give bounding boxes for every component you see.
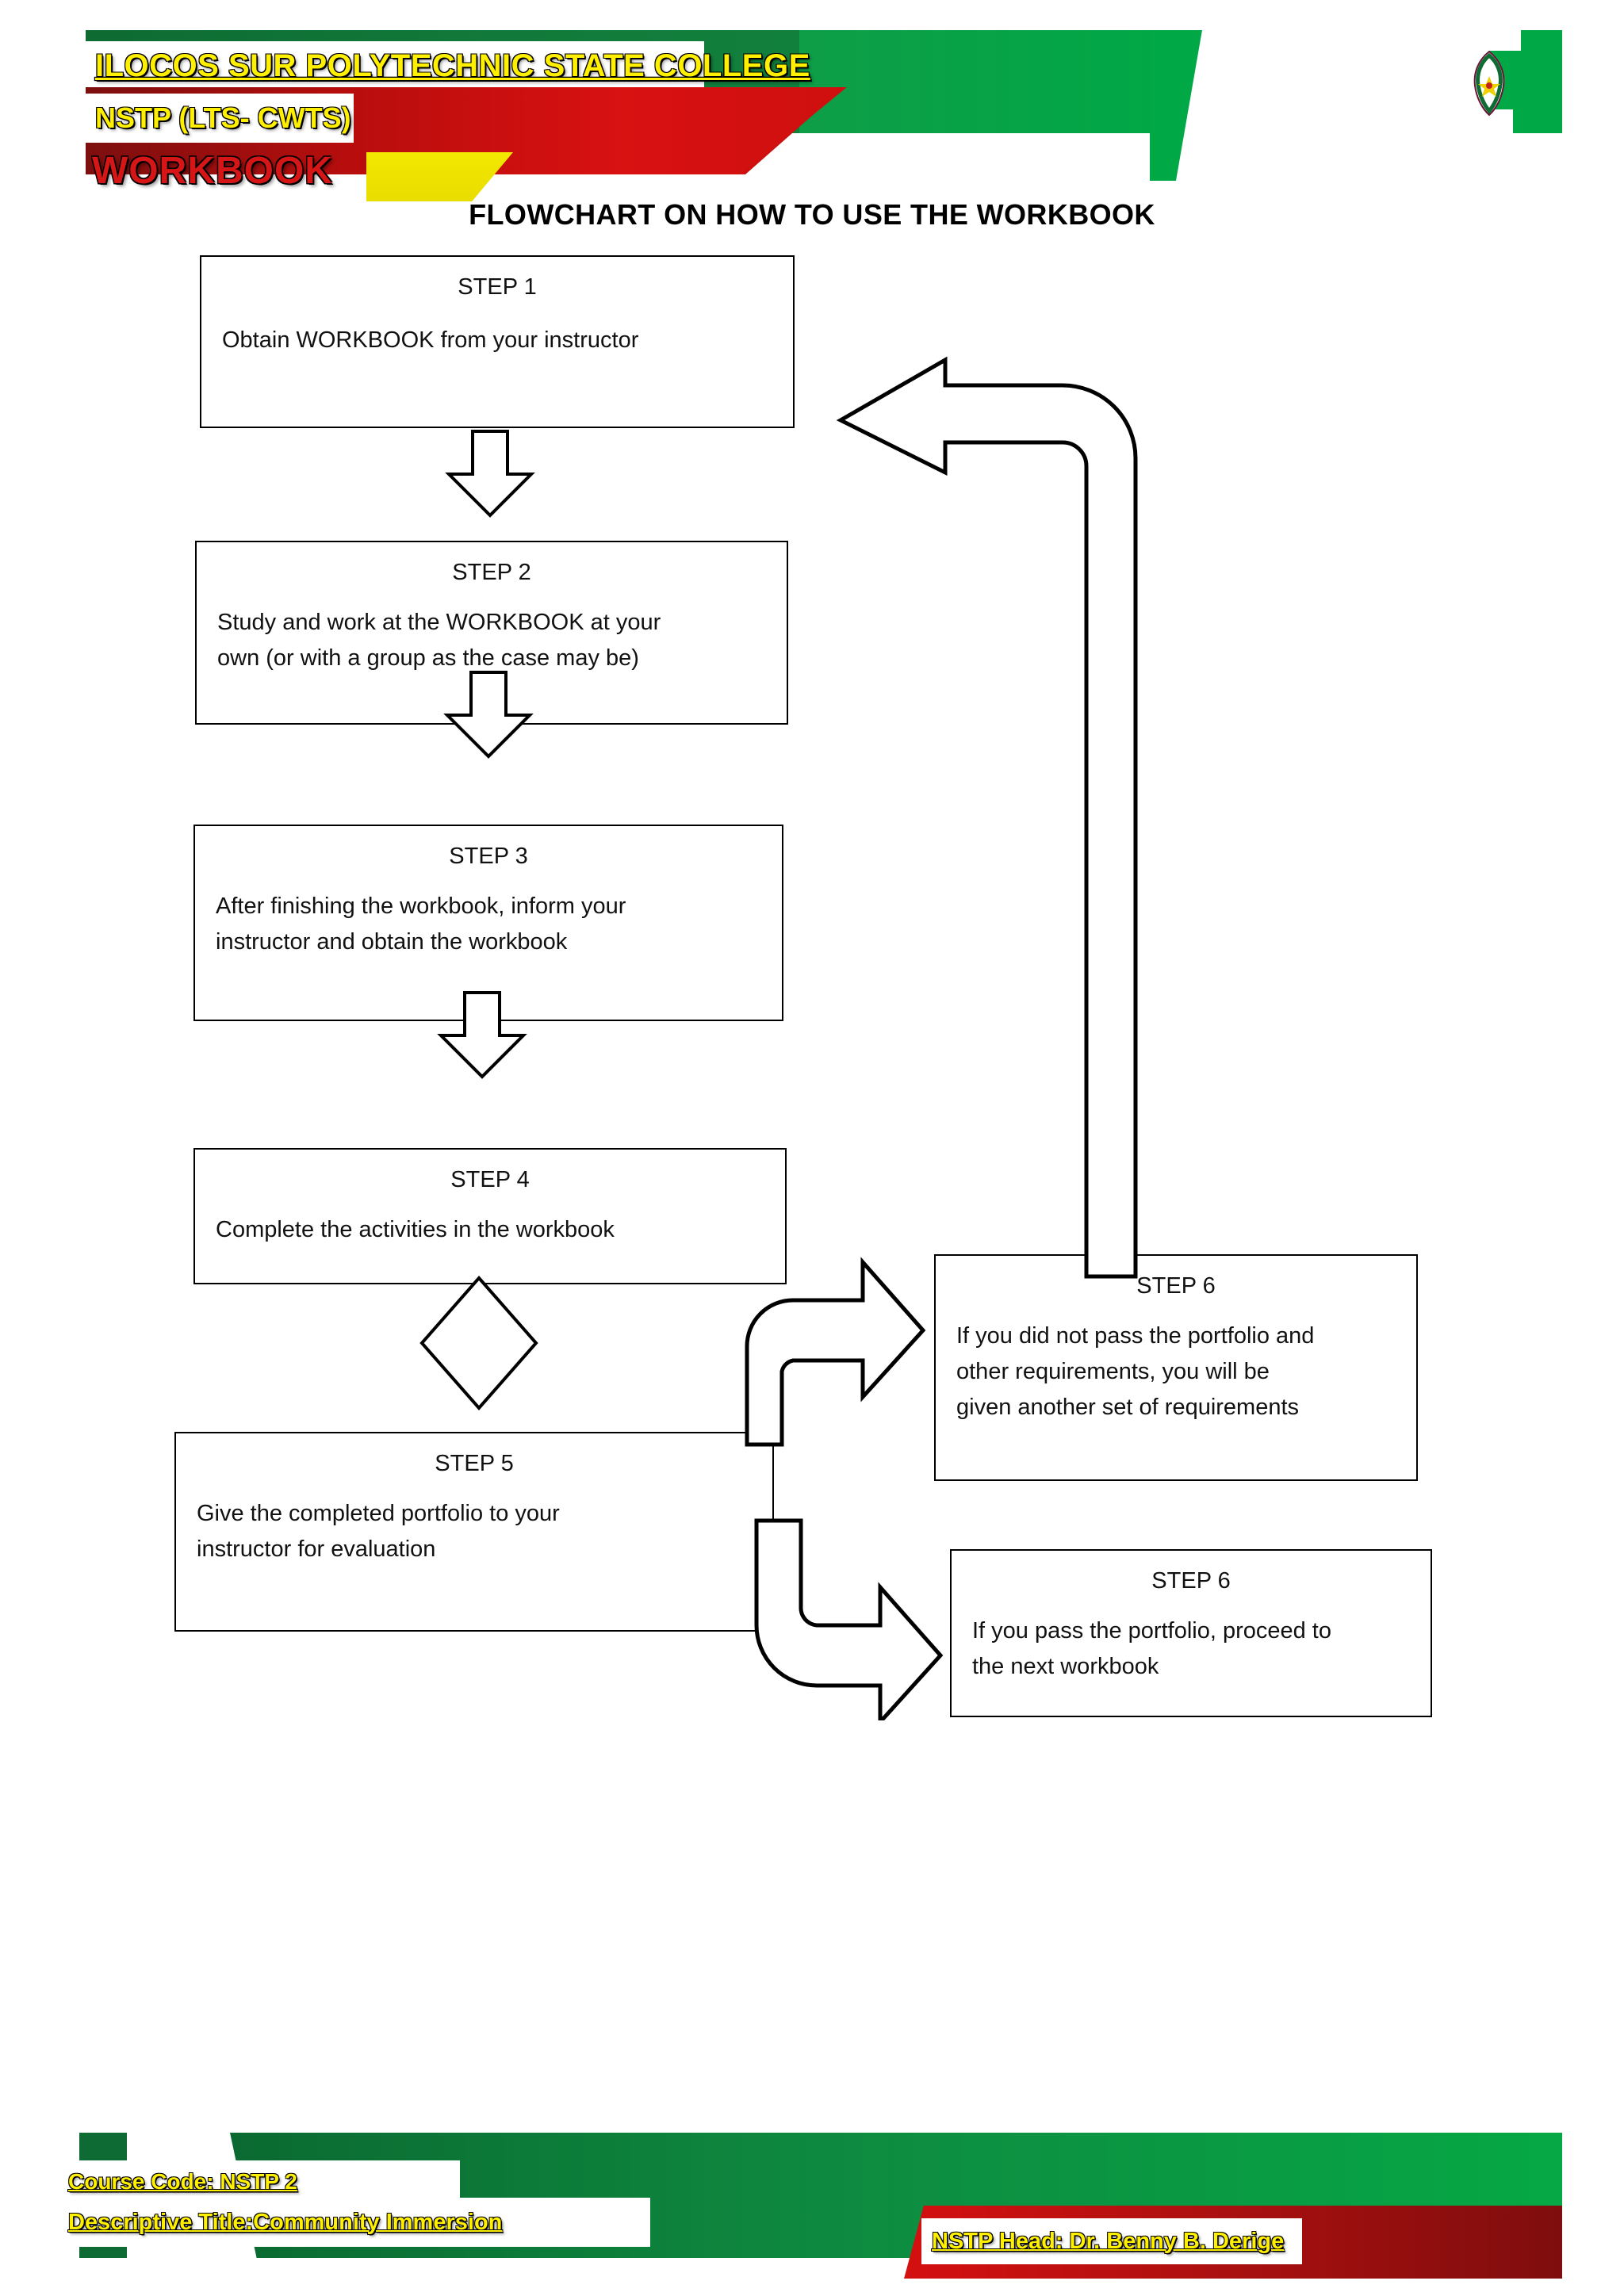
arrow-step1-to-step2-icon xyxy=(445,430,535,518)
step1-title: STEP 1 xyxy=(458,274,537,300)
step6-pass-line2: the next workbook xyxy=(972,1654,1159,1680)
workbook-label: WORKBOOK xyxy=(92,150,333,192)
arrow-step4-to-step6-fail-icon xyxy=(745,1257,926,1447)
step6-fail-title: STEP 6 xyxy=(1136,1273,1216,1299)
header-title-plate xyxy=(86,41,704,89)
footer-nstp-head: NSTP Head: Dr. Benny B. Derige xyxy=(932,2229,1285,2254)
step5-title: STEP 5 xyxy=(435,1451,514,1476)
page-header: ILOCOS SUR POLYTECHNIC STATE COLLEGE NST… xyxy=(0,0,1624,206)
step2-text-line2: own (or with a group as the case may be) xyxy=(217,645,639,672)
header-green-band-right xyxy=(799,30,1182,133)
step6-fail-line3: given another set of requirements xyxy=(956,1395,1300,1421)
step2-title: STEP 2 xyxy=(452,560,531,585)
step3-title: STEP 3 xyxy=(449,844,528,869)
step6-pass-line1: If you pass the portfolio, proceed to xyxy=(972,1618,1331,1644)
step4-title: STEP 4 xyxy=(450,1167,530,1192)
step2-text-line1: Study and work at the WORKBOOK at your xyxy=(217,610,661,635)
flowchart-region: FLOWCHART ON HOW TO USE THE WORKBOOK STE… xyxy=(0,198,1624,1966)
flow-node-step6-pass[interactable]: STEP 6 If you pass the portfolio, procee… xyxy=(950,1549,1432,1717)
step6-fail-line2: other requirements, you will be xyxy=(956,1359,1270,1385)
page-title: FLOWCHART ON HOW TO USE THE WORKBOOK xyxy=(469,198,1155,231)
flow-node-step6-fail[interactable]: STEP 6 If you did not pass the portfolio… xyxy=(934,1254,1418,1481)
header-green-taper xyxy=(1150,30,1202,181)
step4-text: Complete the activities in the workbook xyxy=(216,1217,615,1242)
flow-node-step4[interactable]: STEP 4 Complete the activities in the wo… xyxy=(193,1148,787,1284)
flow-node-step1[interactable]: STEP 1 Obtain WORKBOOK from your instruc… xyxy=(200,255,795,428)
step6-pass-title: STEP 6 xyxy=(1151,1568,1231,1594)
step3-text-line1: After finishing the workbook, inform you… xyxy=(216,894,626,919)
header-program-plate xyxy=(86,94,354,143)
step5-text-line2: instructor for evaluation xyxy=(197,1536,436,1563)
college-seal-icon xyxy=(1473,50,1505,117)
flow-node-step3[interactable]: STEP 3 After finishing the workbook, inf… xyxy=(193,825,783,1021)
flow-node-step5[interactable]: STEP 5 Give the completed portfolio to y… xyxy=(174,1432,774,1632)
flow-node-decision-diamond[interactable] xyxy=(419,1275,539,1411)
arrow-step2-to-step3-icon xyxy=(443,671,534,759)
step1-text: Obtain WORKBOOK from your instructor xyxy=(222,327,639,353)
step6-fail-line1: If you did not pass the portfolio and xyxy=(956,1323,1315,1349)
footer-title-plate xyxy=(48,2198,650,2247)
header-logo-notch-top xyxy=(1489,30,1521,51)
step5-text-line1: Give the completed portfolio to your xyxy=(197,1501,560,1526)
institution-name: ILOCOS SUR POLYTECHNIC STATE COLLEGE xyxy=(95,48,810,83)
arrow-feedback-to-step1-icon xyxy=(836,356,1138,1279)
arrow-step3-to-step4-icon xyxy=(437,991,527,1079)
footer-descriptive-title: Descriptive Title:Community Immersion xyxy=(68,2210,503,2235)
footer-course-plate xyxy=(48,2160,460,2203)
arrow-step5-to-step6-pass-icon xyxy=(754,1518,944,1720)
header-logo-notch-bottom xyxy=(1489,109,1513,133)
footer-course-code: Course Code: NSTP 2 xyxy=(68,2169,297,2194)
program-name: NSTP (LTS- CWTS) xyxy=(95,101,351,134)
footer-head-plate xyxy=(921,2218,1302,2264)
yellow-flag-shape xyxy=(366,152,513,201)
step3-text-line2: instructor and obtain the workbook xyxy=(216,929,568,955)
